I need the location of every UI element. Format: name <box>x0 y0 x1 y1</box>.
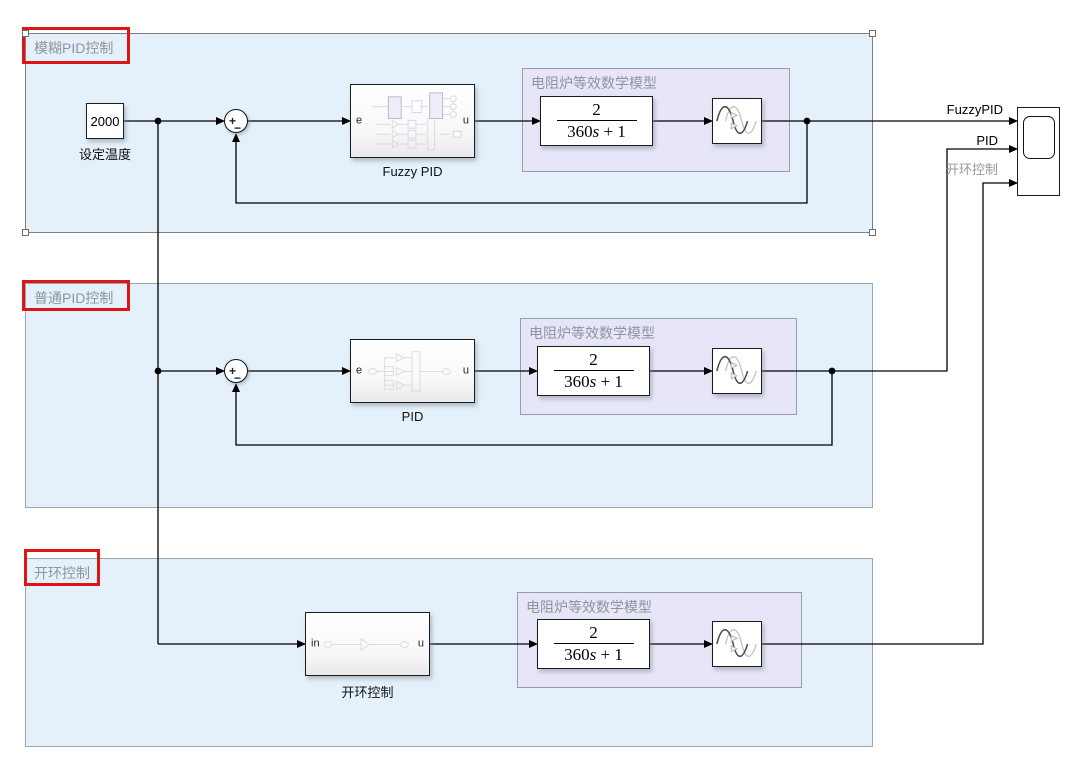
selection-handle[interactable] <box>22 229 29 236</box>
signal-label-open[interactable]: 开环控制 <box>945 162 998 177</box>
selection-handle[interactable] <box>22 30 29 37</box>
tf-fraction-bar <box>556 119 637 122</box>
open-loop-subsystem[interactable]: in u <box>305 612 430 676</box>
signal-wire-open[interactable] <box>762 179 1018 645</box>
sum-minus-sign: − <box>234 371 242 385</box>
subsystem-inport-label: in <box>311 637 320 650</box>
model-box-title: 电阻炉等效数学模型 <box>531 75 657 91</box>
red-highlight-fuzzy-title[interactable] <box>22 27 130 64</box>
signal-label-fuzzypid[interactable]: FuzzyPID <box>946 102 1003 117</box>
feedback-wire-fuzzy[interactable] <box>232 121 808 204</box>
subsystem-outport-label: u <box>462 114 469 127</box>
delay-sine-icon <box>716 628 757 658</box>
tf-numerator: 2 <box>589 622 598 642</box>
subsystem-preview-icon <box>372 92 462 151</box>
transfer-fcn-open[interactable]: 2 360s + 1 <box>537 619 650 669</box>
constant-block-2000[interactable]: 2000 <box>86 103 124 139</box>
area-normal-pid-title[interactable]: 普通PID控制 <box>34 290 114 306</box>
selection-handle[interactable] <box>869 229 876 236</box>
sum-block-fuzzy[interactable]: + − <box>224 109 248 135</box>
sum-minus-sign: − <box>234 121 242 135</box>
model-box-title: 电阻炉等效数学模型 <box>529 325 655 341</box>
tf-denominator: 360s + 1 <box>564 645 623 665</box>
transport-delay-open[interactable] <box>712 621 762 667</box>
transport-delay-pid[interactable] <box>712 348 762 394</box>
transfer-fcn-fuzzy[interactable]: 2 360s + 1 <box>540 96 653 146</box>
sum-block-pid[interactable]: + − <box>224 359 248 385</box>
tf-numerator: 2 <box>592 99 601 119</box>
red-highlight-open-title[interactable] <box>24 549 100 586</box>
sum-plus-sign: + <box>229 364 237 378</box>
open-loop-label[interactable]: 开环控制 <box>341 685 394 700</box>
subsystem-inport-label: e <box>356 114 363 127</box>
constant-block-label[interactable]: 设定温度 <box>78 147 131 162</box>
pid-label[interactable]: PID <box>401 409 424 424</box>
transfer-fcn-pid[interactable]: 2 360s + 1 <box>537 346 650 396</box>
tf-fraction-bar <box>553 642 634 645</box>
subsystem-inport-label: e <box>356 364 363 377</box>
area-open-loop-title[interactable]: 开环控制 <box>34 565 90 581</box>
delay-sine-icon <box>716 105 757 135</box>
sum-plus-sign: + <box>229 114 237 128</box>
tf-fraction-bar <box>553 369 634 372</box>
scope-screen-icon <box>1023 116 1055 159</box>
red-highlight-pid-title[interactable] <box>22 280 130 311</box>
tf-numerator: 2 <box>589 349 598 369</box>
constant-value: 2000 <box>90 113 120 129</box>
fuzzy-pid-subsystem[interactable]: e u <box>350 84 475 158</box>
transport-delay-fuzzy[interactable] <box>712 98 762 144</box>
tf-denominator: 360s + 1 <box>567 122 626 142</box>
selection-handle[interactable] <box>869 30 876 37</box>
delay-sine-icon <box>716 355 757 385</box>
subsystem-preview-icon <box>323 637 409 652</box>
feedback-wire-pid[interactable] <box>232 371 833 446</box>
subsystem-outport-label: u <box>417 637 424 650</box>
fuzzy-pid-label[interactable]: Fuzzy PID <box>382 164 443 179</box>
tf-denominator: 360s + 1 <box>564 372 623 392</box>
subsystem-outport-label: u <box>462 364 469 377</box>
subsystem-preview-icon <box>368 351 451 392</box>
scope-block[interactable] <box>1017 107 1060 196</box>
signal-wire-pid[interactable] <box>762 145 1018 372</box>
branch-dots <box>154 117 836 375</box>
signal-label-pid[interactable]: PID <box>976 133 998 148</box>
pid-subsystem[interactable]: e u <box>350 339 475 403</box>
area-fuzzy-pid-title[interactable]: 模糊PID控制 <box>34 40 114 56</box>
model-box-title: 电阻炉等效数学模型 <box>526 599 652 615</box>
